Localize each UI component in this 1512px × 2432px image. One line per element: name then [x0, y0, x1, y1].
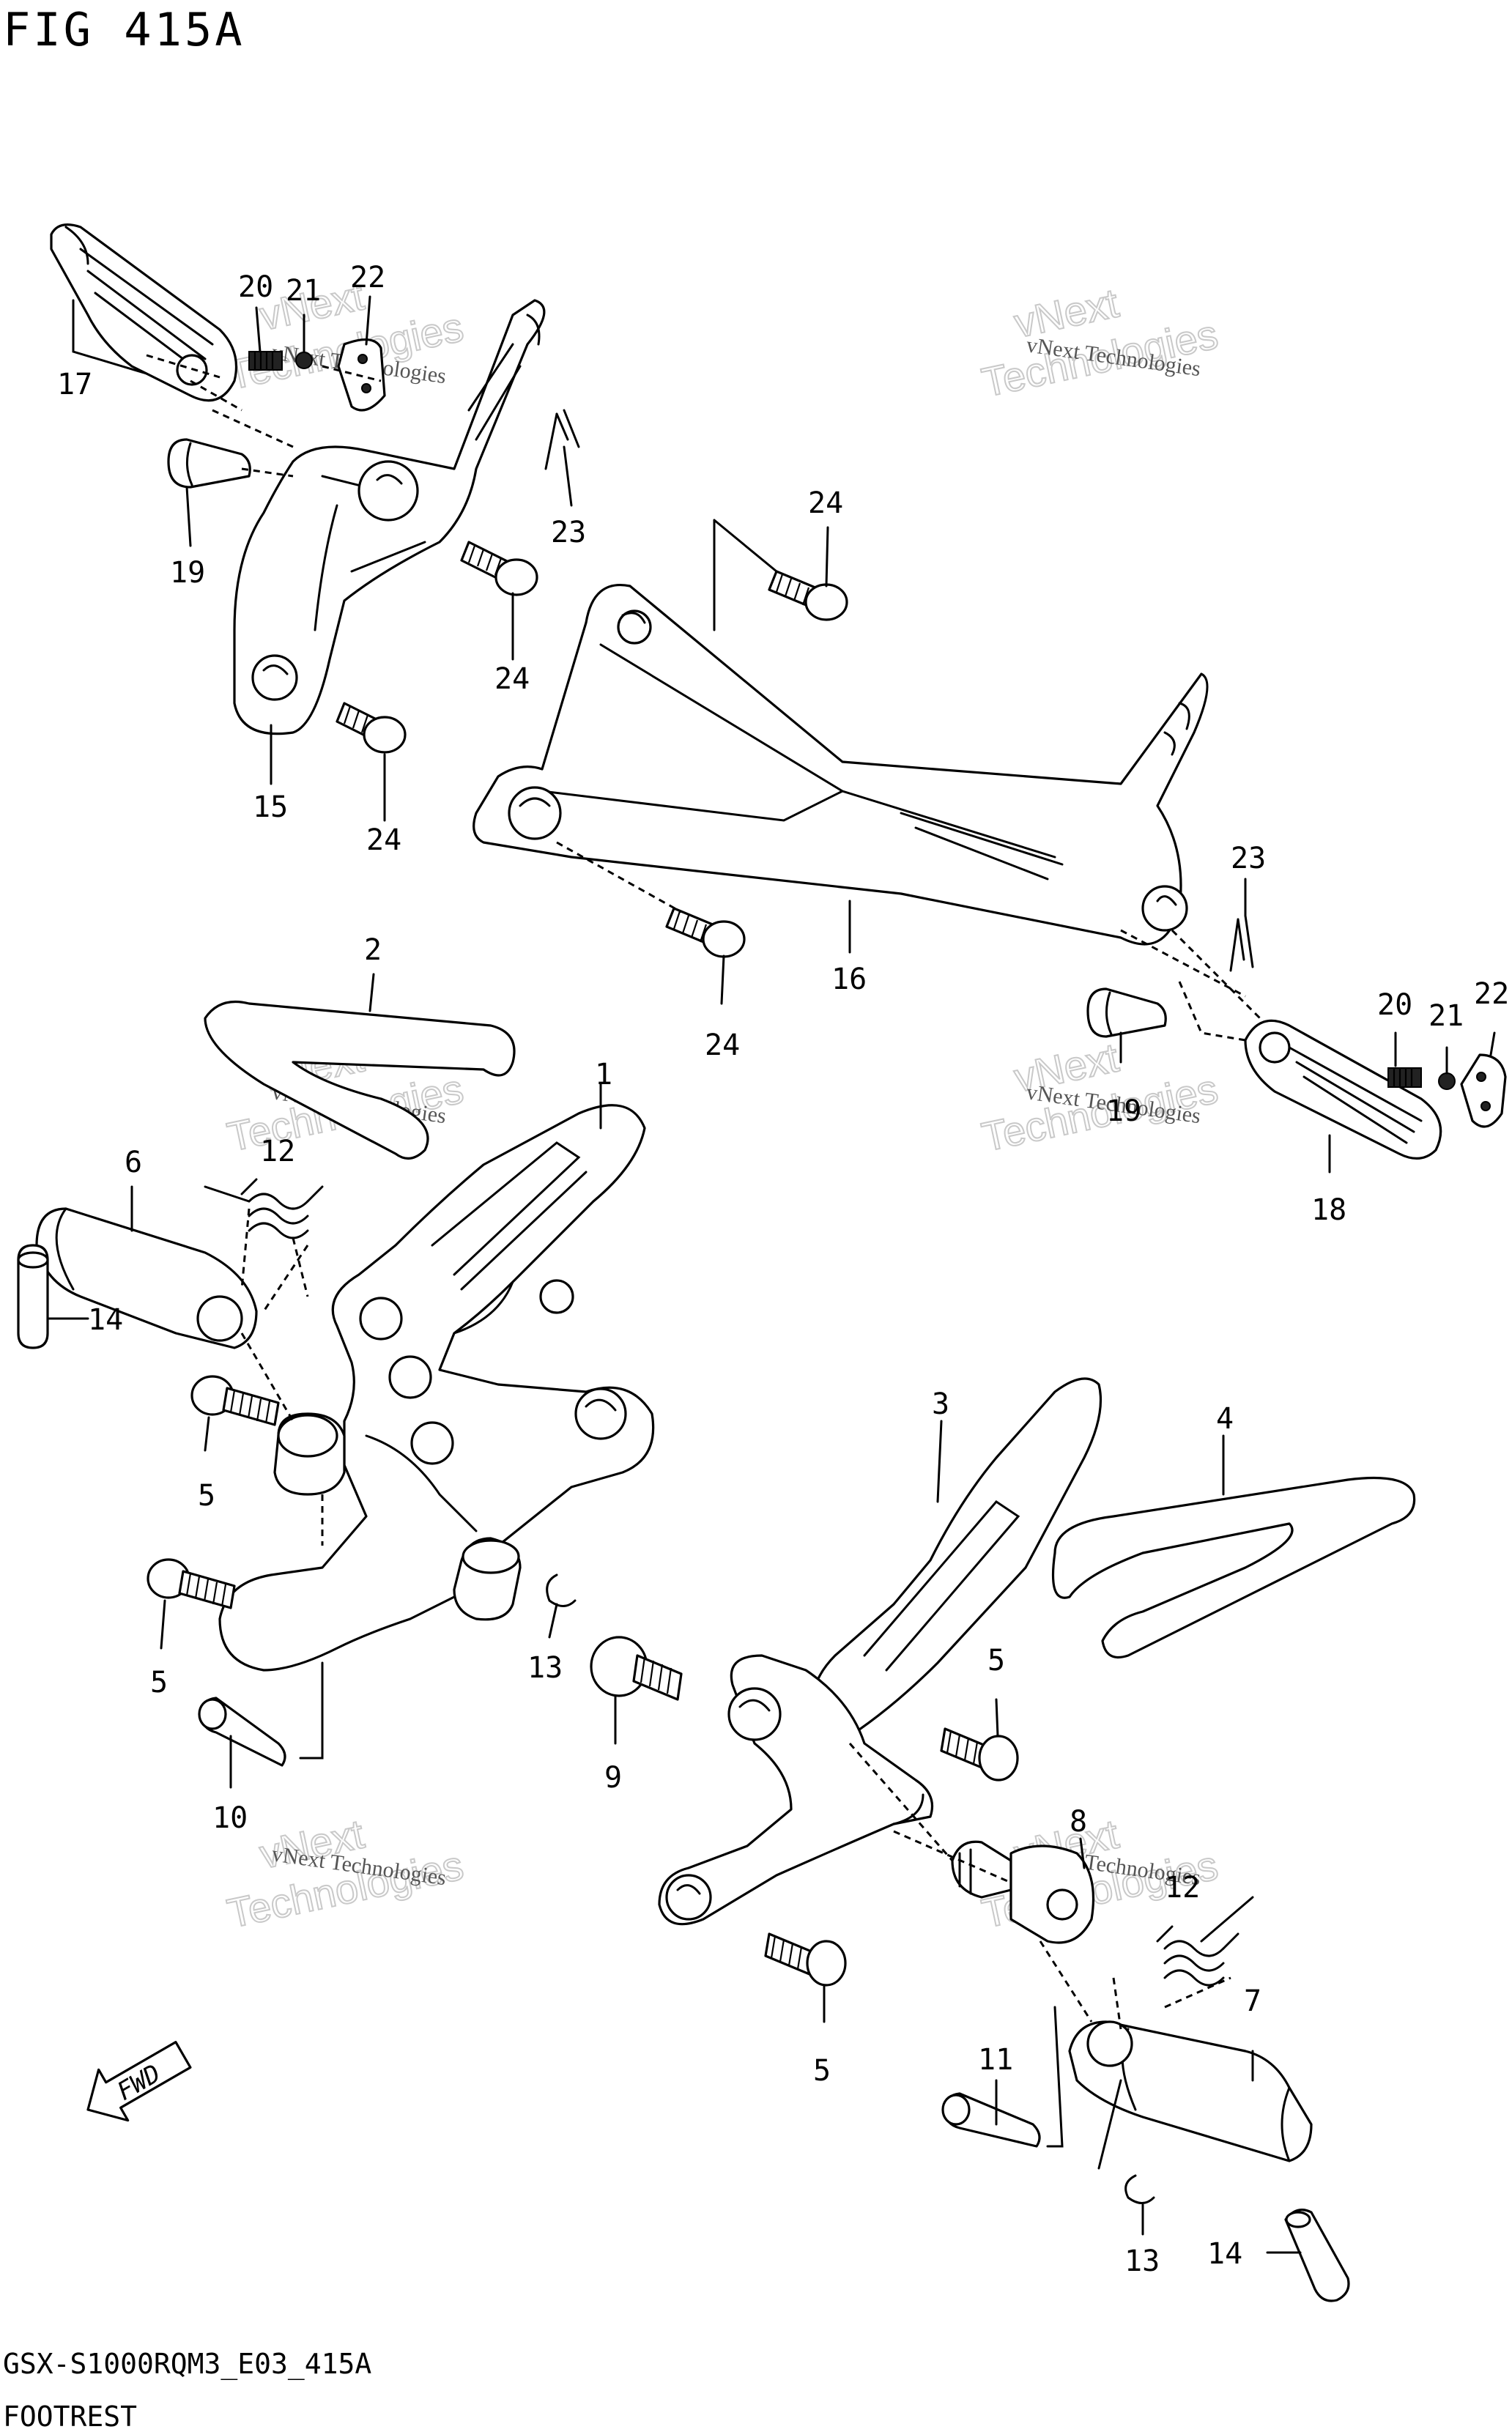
part-12-spring-right: [1156, 1925, 1239, 1987]
callout-21-b: 21: [1428, 999, 1464, 1033]
part-pivot-collar-left-1: [273, 1412, 346, 1496]
part-5-bolt-lower-left-2: [147, 1558, 236, 1609]
part-10-pin-lower-left: [198, 1697, 286, 1767]
part-16-bracket-upper-right: [472, 584, 1209, 946]
part-8-cable-end-right: [951, 1840, 1094, 1944]
figure-title: FIG 415A: [3, 3, 245, 56]
callout-19-b: 19: [1106, 1094, 1141, 1128]
fwd-arrow: FWD: [86, 2041, 192, 2122]
callout-9: 9: [604, 1761, 622, 1795]
callout-24-b: 24: [366, 823, 401, 857]
callout-12-b: 12: [1165, 1871, 1200, 1905]
part-23-cotter-pin-right: [1229, 914, 1254, 972]
callout-24-a: 24: [494, 662, 530, 696]
part-5-bolt-lower-right-2: [764, 1932, 847, 1987]
leader-lines: [72, 295, 1496, 2236]
part-2-heel-guard-left: [204, 1000, 516, 1160]
callout-12-a: 12: [260, 1135, 295, 1168]
callout-6: 6: [125, 1146, 142, 1179]
callout-3: 3: [932, 1387, 949, 1421]
part-20-spring-right: [1387, 1067, 1422, 1088]
callout-10: 10: [212, 1801, 248, 1835]
callout-13-a: 13: [527, 1651, 563, 1685]
callout-14-a: 14: [88, 1303, 123, 1337]
footer-code: GSX-S1000RQM3_E03_415A: [3, 2348, 371, 2381]
part-13-clip-lower-right: [1124, 2174, 1155, 2204]
watermark-4: vNext Technologies: [977, 1033, 1223, 1160]
part-21-ball-right: [1438, 1072, 1456, 1090]
callout-23-a: 23: [551, 516, 586, 549]
part-18-rear-footrest-right: [1244, 1019, 1442, 1160]
callout-20-a: 20: [238, 270, 273, 304]
part-14-rubber-left: [17, 1244, 49, 1349]
part-24-bolt-upper-1: [460, 541, 538, 596]
part-22-plate-upper-left: [337, 338, 386, 412]
callout-13-b: 13: [1124, 2244, 1160, 2278]
part-12-spring-left: [240, 1178, 324, 1239]
callout-18: 18: [1311, 1193, 1346, 1227]
part-19-pin-upper-left: [167, 438, 251, 489]
part-20-spring-upper-left: [248, 351, 283, 371]
part-14-rubber-right: [1284, 2209, 1350, 2302]
footer-name: FOOTREST: [3, 2401, 137, 2432]
part-6-footpeg-left: [35, 1207, 258, 1349]
part-1-footrest-bracket-left: [218, 1104, 655, 1672]
part-5-bolt-lower-right-1: [940, 1727, 1019, 1782]
callout-5-c: 5: [987, 1644, 1005, 1677]
callout-labels: 1 2 3 4 5 5 5 5 6 7 8 9 10 11 12 12 13 1…: [57, 261, 1509, 2278]
callout-8: 8: [1070, 1805, 1087, 1839]
part-5-bolt-lower-left-1: [190, 1375, 280, 1426]
callout-15: 15: [253, 790, 288, 824]
part-19-pin-right: [1086, 987, 1167, 1038]
callout-7: 7: [1244, 1984, 1261, 2018]
callout-5-b: 5: [150, 1666, 168, 1699]
part-17-rear-footrest-left: [50, 223, 238, 402]
part-24-bolt-upper-2: [336, 702, 407, 754]
part-7-footpeg-right: [1068, 2020, 1313, 2162]
part-15-bracket-upper-left: [233, 299, 546, 735]
callout-22-a: 22: [350, 261, 385, 294]
part-9-bolt-lower-right: [590, 1636, 683, 1701]
callout-5-d: 5: [813, 2054, 831, 2088]
part-23-cotter-pin-upper: [544, 409, 580, 470]
callout-14-b: 14: [1207, 2237, 1242, 2271]
part-13-clip-lower-left: [546, 1573, 577, 1607]
callout-22-b: 22: [1474, 977, 1509, 1011]
watermark-2: vNext Technologies: [977, 278, 1223, 406]
callout-5-a: 5: [198, 1479, 215, 1513]
callout-24-c: 24: [808, 486, 843, 520]
callout-4: 4: [1216, 1402, 1234, 1436]
part-24-bolt-upper-4: [665, 907, 746, 958]
part-3-footrest-bracket-right: [658, 1377, 1102, 1926]
callout-21-a: 21: [286, 274, 321, 308]
part-11-pin-lower-right: [941, 2092, 1041, 2148]
part-4-heel-guard-right: [1052, 1476, 1416, 1659]
callout-20-b: 20: [1377, 988, 1412, 1022]
callout-16: 16: [831, 963, 867, 996]
part-24-bolt-upper-3: [768, 570, 848, 621]
part-21-ball-upper-left: [295, 352, 313, 369]
callout-23-b: 23: [1231, 842, 1266, 875]
callout-24-d: 24: [705, 1028, 740, 1062]
callout-19-a: 19: [170, 556, 205, 590]
callout-11: 11: [978, 2043, 1013, 2077]
part-pivot-collar-left-2: [453, 1537, 522, 1621]
callout-2: 2: [364, 933, 382, 967]
callout-1: 1: [595, 1058, 612, 1091]
part-22-plate-right: [1460, 1053, 1507, 1128]
callout-17: 17: [57, 368, 92, 401]
